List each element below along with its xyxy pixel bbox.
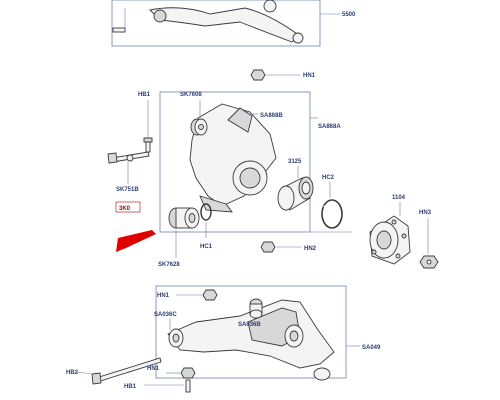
knuckle-group: HN1 SK7608 SA868B SA868A 3125 xyxy=(107,69,352,268)
bolt-hb1[interactable] xyxy=(143,137,153,153)
wheel-bearing-3125[interactable] xyxy=(277,176,314,211)
upper-group-frame xyxy=(111,0,321,47)
label-sa868a[interactable]: SA868A xyxy=(318,124,341,130)
label-hb2[interactable]: HB2 xyxy=(66,370,79,376)
label-sa036c[interactable]: SA036C xyxy=(154,312,177,318)
lower-arm-mount[interactable] xyxy=(313,367,331,381)
nut-hn1-top[interactable] xyxy=(250,69,300,81)
leader-line xyxy=(75,371,95,375)
lower-arm-group: HN1 SA036C SA036B SA049 HB2 xyxy=(66,285,381,393)
label-hn3[interactable]: HN3 xyxy=(419,210,432,216)
nut-hn1-lower[interactable] xyxy=(202,289,218,301)
nut-hn1-bottom[interactable] xyxy=(180,367,196,379)
label-hn1-bottom[interactable]: HN1 xyxy=(147,366,160,372)
upper-arm-rear-bushing[interactable] xyxy=(292,32,304,44)
upper-arm-group: 5500 xyxy=(111,0,356,47)
label-hn2[interactable]: HN2 xyxy=(304,246,317,252)
label-sa049[interactable]: SA049 xyxy=(362,345,381,351)
label-hb1-bottom[interactable]: HB1 xyxy=(124,384,137,390)
knuckle-group-frame xyxy=(159,91,311,233)
label-sk751b[interactable]: SK751B xyxy=(116,187,139,193)
label-sk7608[interactable]: SK7608 xyxy=(180,92,202,98)
red-arrow-icon xyxy=(116,230,156,252)
ball-joint-sa036c[interactable] xyxy=(168,328,184,348)
highlight-label-box xyxy=(115,201,141,213)
nut-hn2[interactable] xyxy=(260,241,276,253)
lower-arm-rear-bushing-core xyxy=(289,330,299,342)
label-sk7628[interactable]: SK7628 xyxy=(158,262,180,268)
knuckle-upper-ear xyxy=(227,107,253,133)
label-hb1[interactable]: HB1 xyxy=(138,92,151,98)
label-hc1[interactable]: HC1 xyxy=(200,244,213,250)
bolt-sk751b[interactable] xyxy=(107,151,150,164)
upper-control-arm[interactable] xyxy=(149,7,301,43)
bushing-sk7608[interactable] xyxy=(190,118,208,136)
bolt-hb1-bottom[interactable] xyxy=(185,379,191,393)
lower-group-frame xyxy=(155,285,347,379)
upper-bolt[interactable] xyxy=(112,27,126,33)
circlip-hc2[interactable] xyxy=(321,199,343,229)
bushing-sk7628[interactable] xyxy=(168,207,200,229)
wheel-hub-1104[interactable] xyxy=(369,215,411,265)
bolt-hb2[interactable] xyxy=(91,357,162,385)
circlip-hc1[interactable] xyxy=(200,203,212,221)
label-hc2[interactable]: HC2 xyxy=(322,175,335,181)
label-highlight[interactable]: 3K0 xyxy=(119,206,131,212)
label-sa868b[interactable]: SA868B xyxy=(260,113,283,119)
label-hn1-lower[interactable]: HN1 xyxy=(157,293,170,299)
label-sa036b[interactable]: SA036B xyxy=(238,322,261,328)
hub-nut-hn3[interactable] xyxy=(419,255,439,269)
label-1104[interactable]: 1104 xyxy=(392,195,406,201)
label-3125[interactable]: 3125 xyxy=(288,159,302,165)
hub-group: 1104 HN3 xyxy=(369,195,439,269)
upper-arm-bushing[interactable] xyxy=(153,9,167,23)
upper-arm-ball-joint[interactable] xyxy=(263,0,277,13)
label-hn1-top[interactable]: HN1 xyxy=(303,73,316,79)
hub-bore-inner xyxy=(239,167,261,189)
bushing-sa036b[interactable] xyxy=(249,298,263,319)
label-top-right[interactable]: 5500 xyxy=(342,12,356,18)
